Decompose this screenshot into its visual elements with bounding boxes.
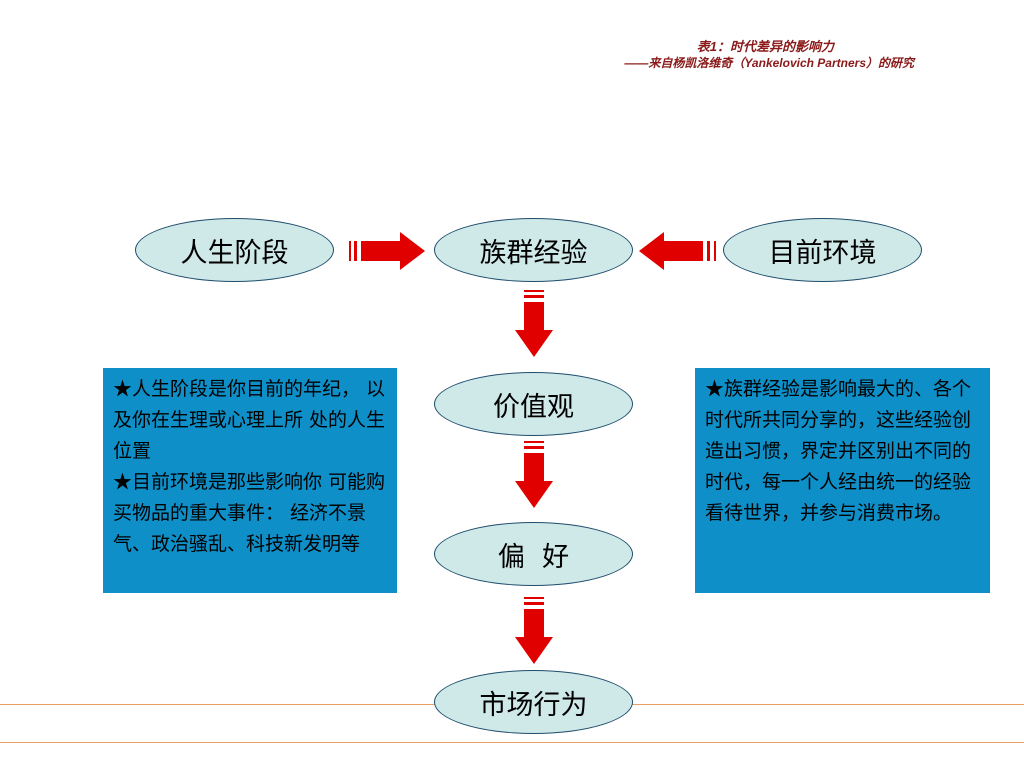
arrow-down-3 bbox=[515, 597, 553, 664]
node-values: 价值观 bbox=[434, 372, 633, 436]
node-life-stage: 人生阶段 bbox=[135, 218, 334, 282]
title-line-1: 表1：时代差异的影响力 bbox=[696, 39, 834, 54]
node-market-behavior: 市场行为 bbox=[434, 670, 633, 734]
bottom-rule-2 bbox=[0, 742, 1024, 743]
right-info-box: ★族群经验是影响最大的、各个时代所共同分享的，这些经验创造出习惯，界定并区别出不… bbox=[695, 368, 990, 593]
arrow-down-1 bbox=[515, 290, 553, 357]
node-preference: 偏 好 bbox=[434, 522, 633, 586]
left-info-line-2: ★目前环境是那些影响你 可能购买物品的重大事件： 经济不景气、政治骚乱、科技新发… bbox=[113, 471, 386, 555]
title-line-2: ——来自杨凯洛维奇（Yankelovich Partners）的研究 bbox=[624, 56, 914, 70]
right-info-text: ★族群经验是影响最大的、各个时代所共同分享的，这些经验创造出习惯，界定并区别出不… bbox=[705, 378, 972, 524]
node-current-environment: 目前环境 bbox=[723, 218, 922, 282]
slide-title: 表1：时代差异的影响力 ——来自杨凯洛维奇（Yankelovich Partne… bbox=[624, 38, 914, 72]
arrow-right bbox=[349, 232, 425, 270]
arrow-left bbox=[639, 232, 716, 270]
left-info-box: ★人生阶段是你目前的年纪， 以及你在生理或心理上所 处的人生位置 ★目前环境是那… bbox=[103, 368, 397, 593]
arrow-down-2 bbox=[515, 441, 553, 508]
left-info-line-1: ★人生阶段是你目前的年纪， 以及你在生理或心理上所 处的人生位置 bbox=[113, 378, 386, 462]
node-group-experience: 族群经验 bbox=[434, 218, 633, 282]
